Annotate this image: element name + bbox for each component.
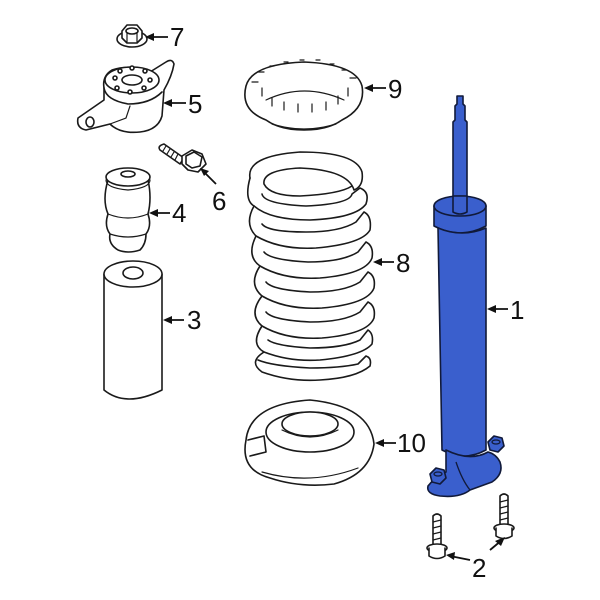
callout-4: 4 [149, 198, 186, 228]
part-6-bolt[interactable] [158, 143, 207, 173]
svg-text:3: 3 [187, 305, 201, 335]
part-4-bump-stop[interactable] [104, 167, 151, 253]
svg-text:5: 5 [188, 89, 202, 119]
part-10-lower-insulator[interactable] [244, 399, 375, 486]
part-7-nut[interactable] [116, 24, 148, 48]
callout-7: 7 [145, 22, 184, 52]
part-8-coil-spring[interactable] [246, 151, 376, 382]
part-5-upper-mount[interactable] [76, 59, 175, 134]
callout-5: 5 [163, 89, 202, 119]
part-2-bolt-left[interactable] [426, 513, 448, 560]
svg-text:9: 9 [388, 74, 402, 104]
callout-6: 6 [200, 168, 226, 216]
svg-text:4: 4 [172, 198, 186, 228]
callout-10: 10 [375, 428, 426, 458]
svg-text:10: 10 [397, 428, 426, 458]
part-1-shock-absorber[interactable] [426, 95, 505, 498]
svg-text:2: 2 [472, 553, 486, 583]
svg-text:1: 1 [510, 295, 524, 325]
callout-3: 3 [163, 305, 201, 335]
callout-8: 8 [373, 248, 410, 278]
part-2-bolt-right[interactable] [493, 493, 515, 540]
svg-text:6: 6 [212, 186, 226, 216]
part-3-dust-boot[interactable] [103, 260, 163, 400]
part-9-upper-insulator[interactable] [244, 59, 364, 131]
svg-text:8: 8 [396, 248, 410, 278]
callout-1: 1 [487, 295, 524, 325]
callout-9: 9 [364, 74, 402, 104]
callout-2: 2 [446, 537, 505, 583]
svg-text:7: 7 [170, 22, 184, 52]
